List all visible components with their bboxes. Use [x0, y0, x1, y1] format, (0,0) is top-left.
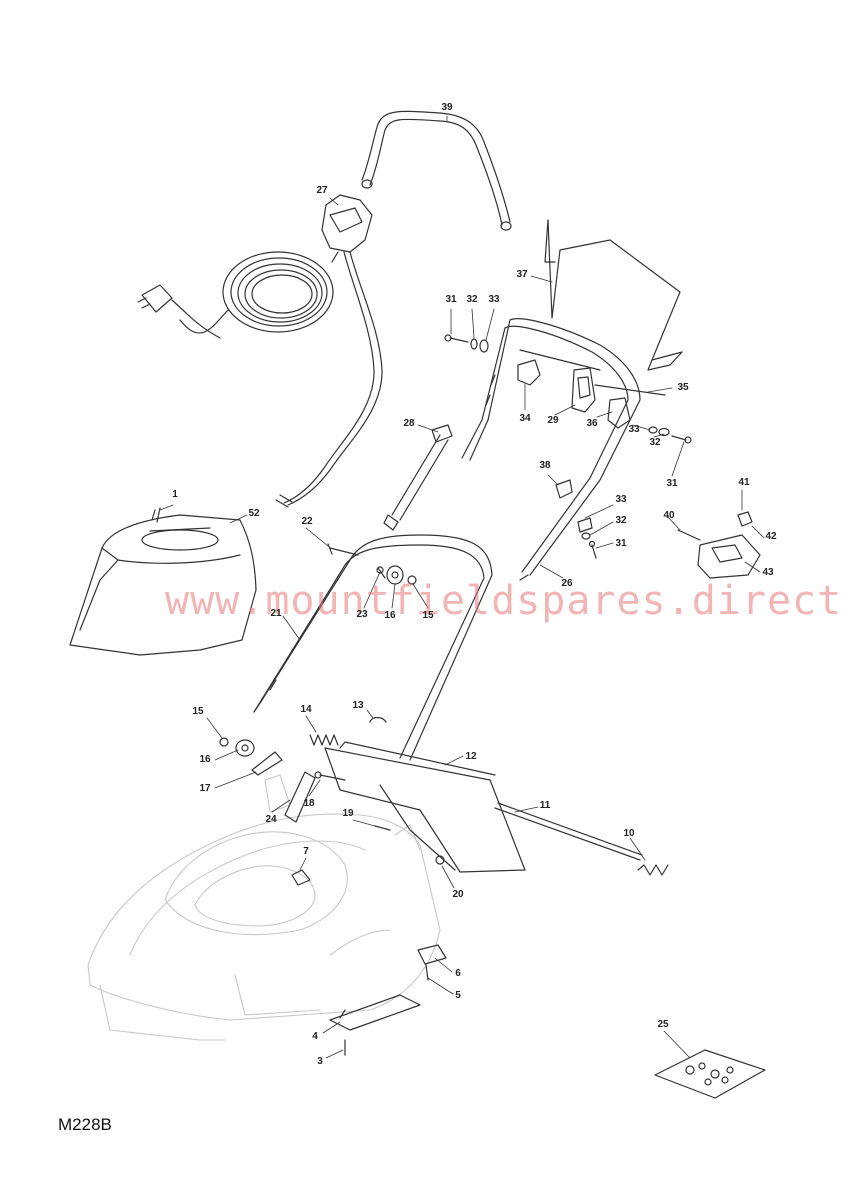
knob-set-38	[555, 479, 597, 559]
callout-23: 23	[356, 609, 368, 620]
callout-5: 5	[455, 990, 461, 1001]
nut-20	[435, 855, 445, 865]
diagram-code-label: M228B	[58, 1115, 112, 1134]
callout-39: 39	[441, 102, 453, 113]
bolt-19	[374, 825, 391, 831]
callout-16b: 16	[199, 754, 211, 765]
power-cable-coil	[137, 251, 339, 339]
callout-10: 10	[623, 828, 635, 839]
callout-15b: 15	[192, 706, 204, 717]
callout-43: 43	[762, 567, 774, 578]
fixing-pack-25	[654, 1049, 766, 1099]
rod-35	[594, 384, 666, 396]
callout-15: 15	[422, 610, 434, 621]
callout-38: 38	[539, 460, 551, 471]
bolt-22	[327, 543, 359, 556]
bolt-set-left	[444, 334, 489, 353]
callout-42: 42	[765, 531, 777, 542]
callout-4: 4	[312, 1031, 318, 1042]
callout-32c: 32	[615, 515, 627, 526]
callout-33: 33	[488, 294, 500, 305]
clip-13	[369, 716, 387, 723]
fixings-15-16-17	[219, 737, 283, 776]
callout-11: 11	[539, 800, 551, 811]
control-bail-37	[544, 219, 683, 371]
callout-1: 1	[172, 489, 178, 500]
callout-24: 24	[265, 814, 277, 825]
callout-13: 13	[352, 700, 364, 711]
mower-deck-outline	[87, 774, 441, 1041]
bracket-6-screw-5	[417, 944, 447, 981]
lower-handle-21	[253, 534, 493, 761]
callout-36: 36	[586, 418, 598, 429]
callout-35: 35	[677, 382, 689, 393]
callout-33b: 33	[628, 424, 640, 435]
callout-29: 29	[547, 415, 559, 426]
callout-6: 6	[455, 968, 461, 979]
callout-32b: 32	[649, 437, 661, 448]
switch-box-27	[275, 194, 383, 508]
bracket-12	[324, 741, 526, 873]
callout-37: 37	[516, 269, 528, 280]
callout-31b: 31	[666, 478, 678, 489]
callout-18: 18	[303, 798, 315, 809]
callout-31: 31	[445, 294, 457, 305]
callout-41: 41	[738, 477, 750, 488]
callout-27: 27	[316, 185, 328, 196]
callout-31c: 31	[615, 538, 627, 549]
callout-32: 32	[466, 294, 478, 305]
callout-3: 3	[317, 1056, 323, 1067]
callout-17: 17	[199, 783, 211, 794]
upper-handle-39	[361, 110, 512, 231]
link-24-bolt-18	[284, 771, 346, 823]
spring-10	[637, 864, 669, 876]
motor-cover-52	[69, 507, 257, 656]
callout-16: 16	[384, 610, 396, 621]
part-7	[291, 869, 311, 886]
callout-40: 40	[663, 510, 675, 521]
spring-14	[309, 734, 339, 746]
callout-52: 52	[248, 508, 260, 519]
callout-33c: 33	[615, 494, 627, 505]
callout-26: 26	[561, 578, 573, 589]
callout-12: 12	[465, 751, 477, 762]
leader-lines	[159, 115, 765, 1059]
callout-7: 7	[303, 846, 309, 857]
callout-22: 22	[301, 516, 313, 527]
main-handle-26	[461, 318, 641, 581]
callout-21: 21	[270, 608, 282, 619]
switch-block-43	[677, 511, 761, 579]
callout-25: 25	[657, 1019, 669, 1030]
callout-34: 34	[519, 413, 531, 424]
callout-14: 14	[300, 704, 312, 715]
cable-guide-28	[383, 424, 453, 531]
callout-19: 19	[342, 808, 354, 819]
cable-clips-34-29-36	[517, 359, 631, 429]
watermark-text: www.mountfieldspares.direct	[165, 578, 843, 624]
callout-28: 28	[403, 418, 415, 429]
rod-11	[494, 802, 643, 861]
flap-4-screw-3	[329, 994, 421, 1056]
callout-20: 20	[452, 889, 464, 900]
